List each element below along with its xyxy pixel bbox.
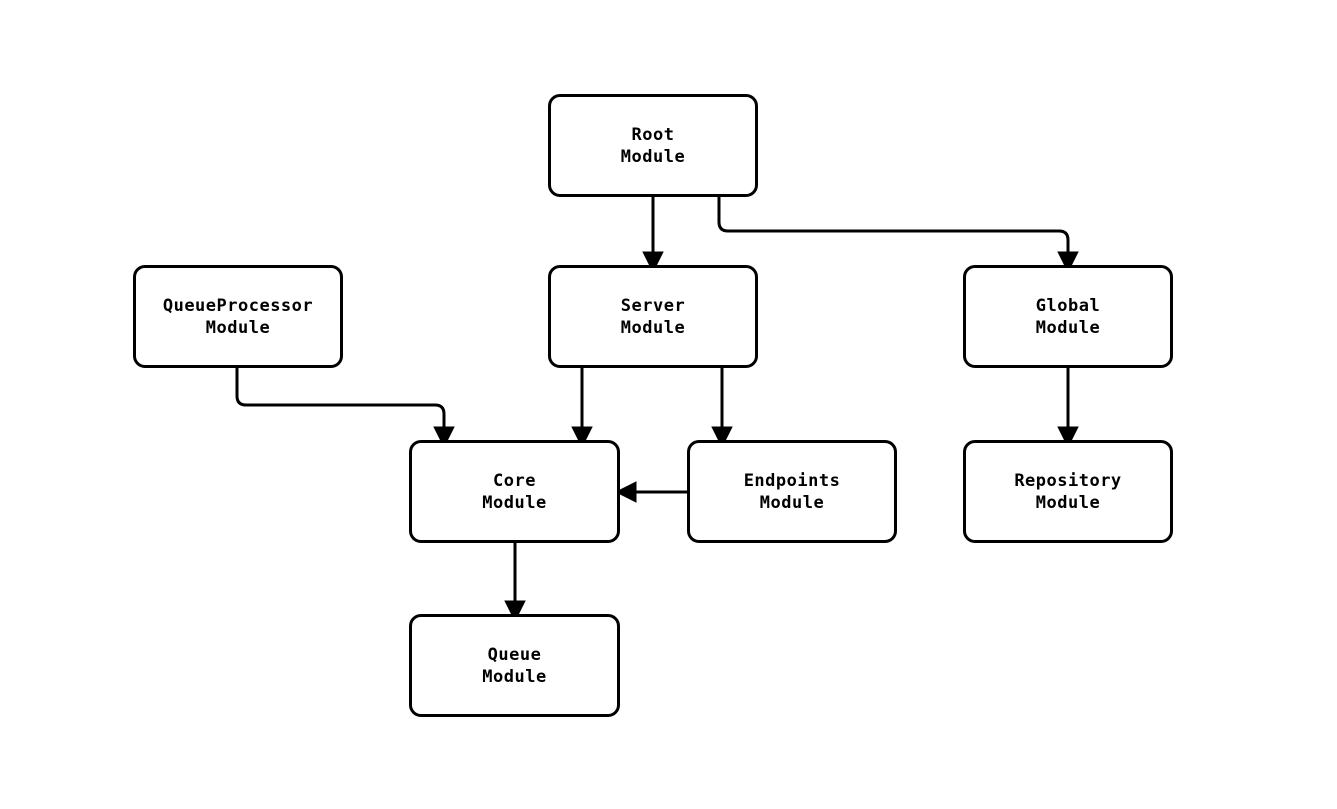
node-endpoints-module[interactable]: Endpoints Module <box>687 440 897 543</box>
node-queue-module-label: Queue Module <box>482 644 547 687</box>
node-queueprocessor-module[interactable]: QueueProcessor Module <box>133 265 343 368</box>
edge-queueprocessor-to-core <box>235 368 455 448</box>
edge-root-to-global <box>717 197 1079 273</box>
node-server-module-label: Server Module <box>620 295 686 338</box>
node-root-module-label: Root Module <box>620 124 686 167</box>
node-core-module-label: Core Module <box>482 470 547 513</box>
node-repository-module[interactable]: Repository Module <box>963 440 1173 543</box>
node-repository-module-label: Repository Module <box>1014 470 1122 513</box>
node-queue-module[interactable]: Queue Module <box>409 614 620 717</box>
node-core-module[interactable]: Core Module <box>409 440 620 543</box>
node-server-module[interactable]: Server Module <box>548 265 758 368</box>
node-global-module[interactable]: Global Module <box>963 265 1173 368</box>
node-global-module-label: Global Module <box>1035 295 1101 338</box>
node-queueprocessor-module-label: QueueProcessor Module <box>162 295 314 338</box>
node-endpoints-module-label: Endpoints Module <box>743 470 841 513</box>
node-root-module[interactable]: Root Module <box>548 94 758 197</box>
